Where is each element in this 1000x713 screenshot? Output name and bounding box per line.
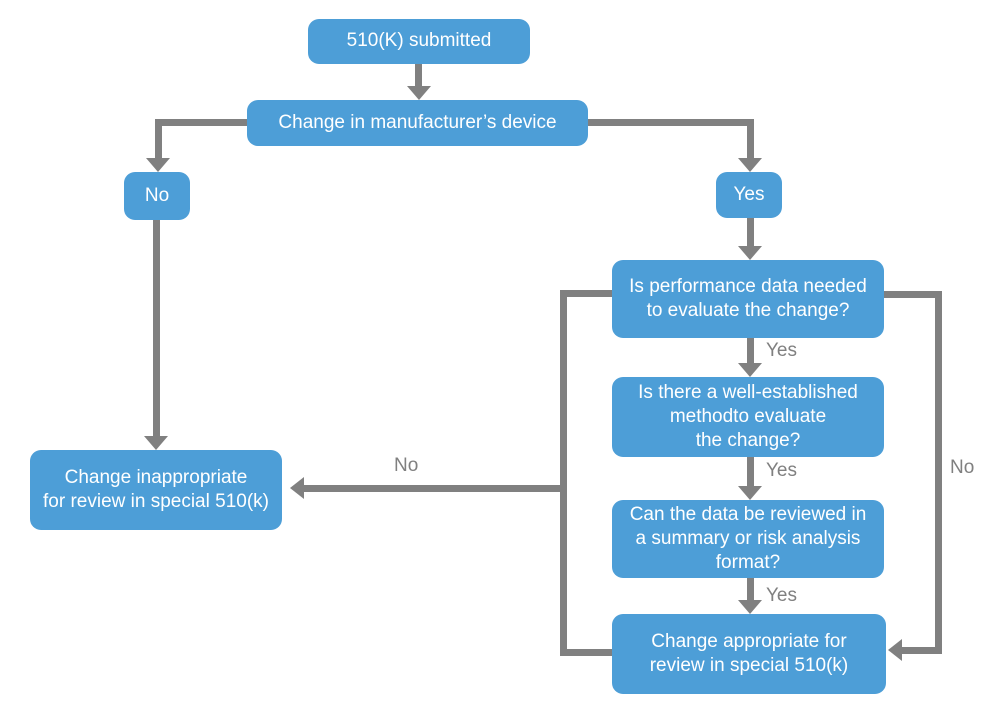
connector-q1-to-q2 [747,337,754,364]
node-yes: Yes [716,172,782,218]
node-q-performance-data: Is performance data needed to evaluate t… [612,260,884,338]
arrowhead-down-icon [146,158,170,172]
arrowhead-down-icon [144,436,168,450]
node-510k-submitted: 510(K) submitted [308,19,530,64]
arrowhead-down-icon [738,158,762,172]
arrowhead-down-icon [738,363,762,377]
arrowhead-left-icon [290,477,304,499]
connector-change-to-yes-horizontal [588,119,754,126]
connector-change-to-no-horizontal [155,119,247,126]
connector-submitted-to-change [415,62,422,87]
edge-label-yes-after-method: Yes [766,460,797,481]
edge-label-no-right-rail: No [950,457,975,478]
node-change-in-device: Change in manufacturer’s device [247,100,588,146]
connector-q2-to-q3 [747,456,754,487]
node-change-appropriate: Change appropriate for review in special… [612,614,886,694]
right-rail-bottom-horizontal [902,647,942,654]
connector-change-to-yes-vertical [747,119,754,158]
arrowhead-down-icon [738,486,762,500]
right-rail-vertical [935,291,942,654]
node-no: No [124,172,190,220]
connector-yes-to-q1 [747,217,754,247]
node-q-summary-format: Can the data be reviewed in a summary or… [612,500,884,578]
connector-no-to-inappropriate [153,220,160,437]
connector-no-branch-to-inappropriate [304,485,563,492]
node-q-established-method: Is there a well-established methodto eva… [612,377,884,457]
left-rail-top-horizontal [560,290,613,297]
left-rail-vertical [560,290,567,656]
left-rail-bottom-horizontal [560,649,613,656]
edge-label-no-to-inappropriate: No [394,455,419,476]
connector-change-to-no-vertical [155,119,162,158]
edge-label-yes-after-performance: Yes [766,340,797,361]
arrowhead-down-icon [738,246,762,260]
arrowhead-down-icon [738,600,762,614]
arrowhead-left-icon [888,639,902,661]
edge-label-yes-after-summary: Yes [766,585,797,606]
connector-q3-to-appropriate [747,577,754,601]
arrowhead-down-icon [407,86,431,100]
node-change-inappropriate: Change inappropriate for review in speci… [30,450,282,530]
right-rail-top-horizontal [884,291,942,298]
